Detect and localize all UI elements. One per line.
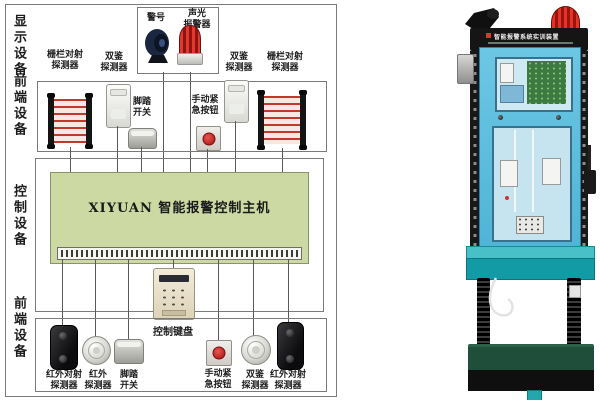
label-dual-detector-left: 双鉴 探测器: [100, 52, 128, 73]
photo-indicator-dot: [505, 196, 509, 200]
photo-side-lock: [584, 170, 596, 194]
strobe-beacon-icon: [177, 25, 203, 65]
wire-fence-left: [70, 147, 71, 172]
photo-cable: [488, 277, 514, 317]
wire-panic-bottom: [218, 259, 219, 341]
label-foot-bottom: 脚踏 开关: [119, 370, 138, 391]
wire-panic-top: [207, 149, 208, 172]
label-ir-beam-right: 红外对射 探测器: [269, 370, 306, 391]
photo-base-tab: [527, 390, 542, 400]
panic-button-device-bottom: [206, 340, 232, 366]
diagram-outer-border: [5, 4, 337, 397]
photo-inner-box-left: [500, 160, 518, 187]
label-ir-beam-left: 红外对射 探测器: [45, 370, 82, 391]
wire-strobe: [190, 72, 191, 172]
wire-dual-right: [235, 121, 236, 172]
host-title: XIYUAN 智能报警控制主机: [88, 201, 271, 216]
label-dual-detector-right: 双鉴 探测器: [225, 52, 253, 73]
wire-foot-top: [141, 147, 142, 172]
siren-label: 警号: [146, 13, 165, 23]
photo-side-rod: [588, 145, 591, 171]
photo-inner-box-right: [542, 158, 561, 185]
photo-bolt-left: [498, 115, 503, 120]
label-panic-bottom: 手动紧 急按钮: [204, 369, 232, 390]
ir-ceiling-detector: [82, 336, 111, 365]
photo-inner-keypad: [516, 216, 544, 234]
frontend-top-box: [37, 81, 327, 152]
section-label-frontend-devices-top: 前端设备: [11, 74, 26, 138]
photo-base: [468, 370, 594, 391]
foot-switch-device-bottom: [114, 339, 144, 364]
wire-irbeam-left: [62, 259, 63, 328]
photo-left-bracket: [457, 54, 474, 84]
foot-switch-device-top: [128, 128, 157, 149]
photo-shelf-front: [466, 258, 595, 280]
alarm-output-box: [137, 7, 219, 74]
wire-foot-bottom: [128, 259, 129, 339]
wire-dual-bottom: [253, 259, 254, 337]
photo-device-title: 智能报警系统实训装置: [494, 34, 560, 41]
section-label-control-devices: 控制设备: [11, 184, 26, 248]
wire-dual-left: [117, 126, 118, 172]
wire-keypad: [173, 259, 174, 268]
photo-component-2: [500, 85, 524, 103]
photo-circuit-board: [527, 61, 566, 104]
ir-beam-device-left: [50, 325, 78, 370]
label-fence-detector-right: 栅栏对射 探测器: [266, 52, 303, 73]
dual-tech-detector-right: [224, 80, 249, 123]
control-keypad-label: 控制键盘: [153, 327, 193, 338]
photo-table-surface: [468, 344, 594, 373]
dual-tech-ceiling-detector: [241, 335, 271, 365]
label-panic-button-top: 手动紧 急按钮: [191, 95, 219, 116]
photo-component-1: [500, 63, 514, 83]
dual-tech-detector-left: [106, 84, 131, 128]
label-fence-detector-left: 栅栏对射 探测器: [46, 50, 83, 71]
wire-fence-right: [282, 148, 283, 172]
photo-top-panel: [470, 28, 588, 51]
section-label-display-devices: 显示设备: [11, 14, 26, 78]
label-foot-switch-top: 脚踏 开关: [132, 97, 151, 118]
photo-brand-logo: [486, 33, 491, 38]
photo-post-label: [569, 285, 581, 298]
photo-siren-horn-icon: [465, 8, 499, 31]
label-ir-detector: 红外 探测器: [84, 370, 112, 391]
photo-left-rail: [470, 51, 479, 250]
photo-right-rail: [579, 51, 588, 250]
section-label-frontend-devices-bottom: 前端设备: [11, 296, 26, 360]
wire-ir-detector: [95, 259, 96, 337]
frontend-bottom-box: [35, 318, 327, 392]
photo-tube-2: [532, 130, 534, 212]
ir-fence-device-left: [47, 93, 93, 149]
photo-bolt-right: [556, 115, 561, 120]
panic-button-device-top: [196, 126, 221, 151]
ir-fence-device-right: [257, 90, 307, 150]
photo-subtitle-line: [488, 42, 573, 44]
wire-irbeam-right: [288, 259, 289, 324]
siren-horn-icon: [145, 29, 169, 63]
control-keypad-device: [153, 268, 195, 320]
wire-siren: [163, 72, 164, 172]
ir-beam-device-right: [277, 322, 304, 370]
label-dual-bottom: 双鉴 探测器: [241, 370, 269, 391]
strobe-label: 声光 报警器: [183, 9, 211, 30]
photo-left-post: [477, 278, 490, 346]
host-terminal-strip: [57, 247, 302, 260]
